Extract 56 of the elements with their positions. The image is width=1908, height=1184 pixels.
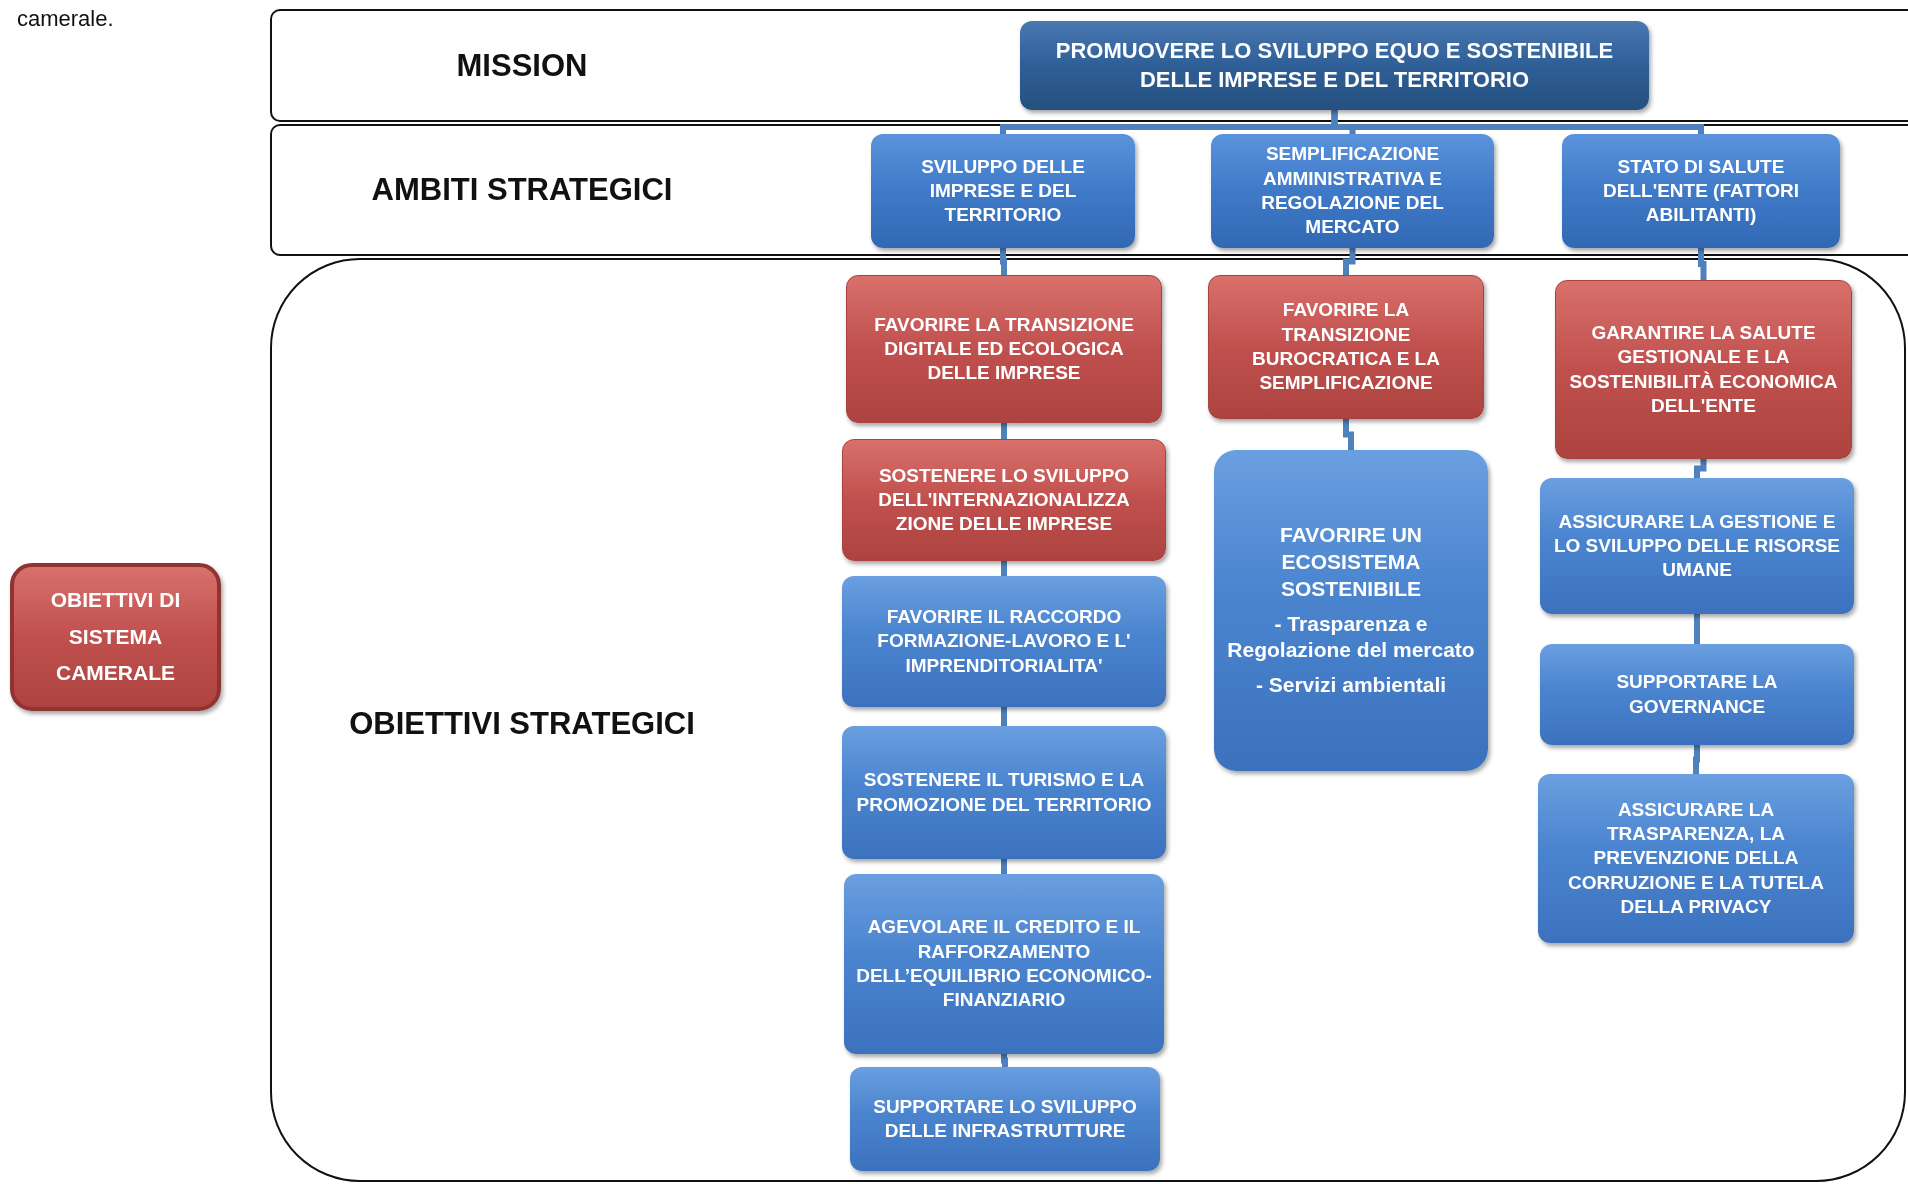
box-text: - Servizi ambientali <box>1255 672 1447 699</box>
section-band <box>270 258 1906 1182</box>
connector-line <box>1343 248 1356 275</box>
box-text: FAVORIRE LA TRANSIZIONE BUROCRATICA E LA SEMPLIFICAZIONE <box>1251 298 1441 396</box>
connector-line <box>1693 745 1700 774</box>
objective-box <box>1555 280 1852 459</box>
connector-line <box>1001 859 1007 874</box>
section-band <box>270 124 1908 256</box>
box-text: SEMPLIFICAZIONE AMMINISTRATIVA E REGOLAZIONE DEL MERCATO <box>1260 142 1445 240</box>
connector-line <box>1331 110 1704 134</box>
objective-box <box>1208 275 1484 419</box>
strategy-box <box>850 1067 1160 1171</box>
box-text: SOSTENERE LO SVILUPPO DELL'INTERNAZIONALIZZA ZIONE DELLE IMPRESE <box>877 463 1131 537</box>
box-text: SVILUPPO DELLE IMPRESE E DEL TERRITORIO <box>920 154 1086 228</box>
box-text: FAVORIRE LA TRANSIZIONE DIGITALE ED ECOLOGICA DELLE IMPRESE <box>873 312 1135 386</box>
connector-line <box>1001 707 1007 726</box>
connector-line <box>1001 423 1007 439</box>
strategy-box <box>1540 478 1854 614</box>
connector-line <box>1000 248 1007 275</box>
box-text: ASSICURARE LA TRASPARENZA, LA PREVENZIONE DELLA CORRUZIONE E LA TUTELA DELLA PRIVACY <box>1567 797 1825 919</box>
section-band <box>270 9 1908 122</box>
connector-line <box>1698 248 1707 280</box>
strategy-box <box>1020 21 1649 110</box>
band-title: OBIETTIVI STRATEGICI <box>349 706 695 742</box>
strategy-box <box>844 874 1164 1054</box>
connector-line <box>1694 614 1700 644</box>
strategy-box <box>1538 774 1854 943</box>
connector-line <box>1343 419 1354 450</box>
box-text: SUPPORTARE LO SVILUPPO DELLE INFRASTRUTTURE <box>872 1094 1138 1143</box>
box-text: GARANTIRE LA SALUTE GESTIONALE E LA SOSTENIBILITÀ ECONOMICA DELL'ENTE <box>1568 320 1839 418</box>
box-text: SOSTENERE IL TURISMO E LA PROMOZIONE DEL TERRITORIO <box>855 768 1153 817</box>
box-text: AGEVOLARE IL CREDITO E IL RAFFORZAMENTO DELL’EQUILIBRIO ECONOMICO-FINANZIARIO <box>855 915 1153 1013</box>
box-text: FAVORIRE UN ECOSISTEMA SOSTENIBILE <box>1279 521 1423 602</box>
connector-line <box>1001 1054 1008 1067</box>
box-text: STATO DI SALUTE DELL'ENTE (FATTORI ABILITANTI) <box>1602 154 1800 228</box>
strategy-box <box>842 576 1166 707</box>
box-text: PROMUOVERE LO SVILUPPO EQUO E SOSTENIBILE DELLE IMPRESE E DEL TERRITORIO <box>1054 37 1615 94</box>
strategy-box <box>1214 450 1488 771</box>
objective-box <box>10 563 221 711</box>
band-title: AMBITI STRATEGICI <box>371 172 673 208</box>
strategy-box <box>871 134 1135 248</box>
strategy-box <box>1211 134 1494 248</box>
band-title: MISSION <box>456 48 588 84</box>
objective-box <box>846 275 1162 423</box>
connector-line <box>1001 561 1007 576</box>
strategy-box <box>1562 134 1840 248</box>
box-text: SUPPORTARE LA GOVERNANCE <box>1615 670 1779 719</box>
strategy-box <box>1540 644 1854 745</box>
box-text: - Trasparenza e Regolazione del mercato <box>1226 610 1476 664</box>
box-text: ASSICURARE LA GESTIONE E LO SVILUPPO DELLE RISORSE UMANE <box>1552 509 1842 583</box>
connector-line <box>1694 459 1707 478</box>
box-text: OBIETTIVI DI SISTEMA CAMERALE <box>49 586 182 687</box>
objective-box <box>842 439 1166 561</box>
strategy-box <box>842 726 1166 859</box>
note-text: camerale. <box>17 6 114 32</box>
box-text: FAVORIRE IL RACCORDO FORMAZIONE-LAVORO E L' IMPRENDITORIALITA' <box>876 605 1132 678</box>
